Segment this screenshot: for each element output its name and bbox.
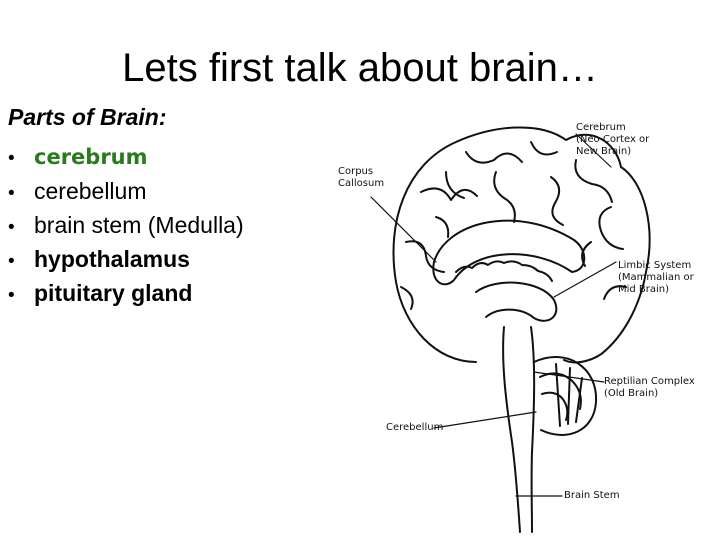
list-item-text: brain stem: [34, 212, 142, 238]
corpus-callosum: [432, 219, 586, 286]
parts-list: • cerebrum • cerebellum • brain stem (Me…: [8, 140, 244, 310]
bullet-icon: •: [8, 217, 15, 238]
brain-diagram: Cerebrum (Neo Cortex or New Brain) Corpu…: [326, 112, 720, 540]
cerebrum-outline: [392, 126, 651, 364]
corpus-callosum-label: Corpus Callosum: [338, 166, 385, 189]
bullet-icon: •: [8, 148, 15, 169]
list-item: • hypothalamus: [8, 242, 244, 276]
cerebellum-outline: [533, 356, 598, 436]
parts-heading: Parts of Brain:: [8, 104, 167, 130]
list-item-extra: (Medulla): [141, 212, 244, 238]
bullet-icon: •: [8, 285, 15, 306]
list-item-text: hypothalamus: [34, 246, 190, 272]
list-item-text: cerebrum: [34, 145, 148, 169]
limbic-system-label: Limbic System (Mammalian or Mid Brain): [618, 260, 694, 295]
list-item: • cerebellum: [8, 174, 244, 208]
brain-stem: [502, 326, 521, 533]
list-item-text: pituitary gland: [34, 280, 193, 306]
list-item-text: cerebellum: [34, 178, 147, 204]
cerebellum-label: Cerebellum: [386, 422, 444, 433]
cerebrum-label: Cerebrum (Neo Cortex or New Brain): [576, 122, 650, 157]
limbic-system: [475, 281, 558, 322]
brain-stem-label: Brain Stem: [564, 490, 620, 501]
list-item: • brain stem (Medulla): [8, 208, 244, 242]
bullet-icon: •: [8, 183, 15, 204]
bullet-icon: •: [8, 251, 15, 272]
reptilian-complex-label: Reptilian Complex (Old Brain): [604, 376, 695, 399]
brain-illustration: [370, 126, 651, 533]
list-item: • pituitary gland: [8, 276, 244, 310]
list-item: • cerebrum: [8, 140, 244, 174]
slide-title: Lets first talk about brain…: [122, 46, 598, 90]
